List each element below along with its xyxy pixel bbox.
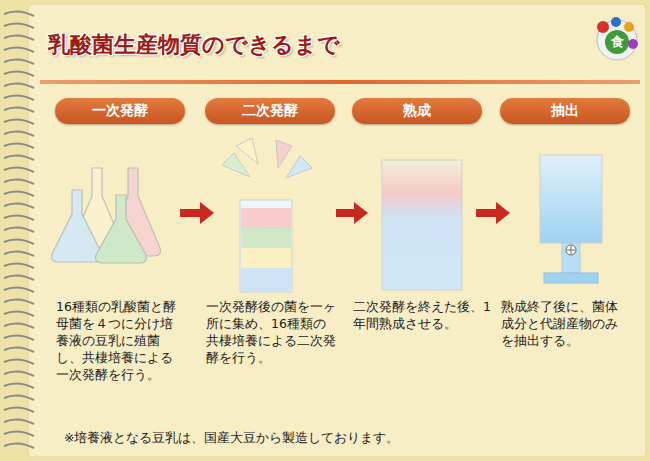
- step-header: 一次発酵: [55, 98, 185, 124]
- step-title: 二次発酵: [242, 102, 298, 120]
- title: 乳酸菌生産物質のできるまで: [48, 30, 340, 60]
- step-header: 抽出: [500, 98, 630, 124]
- step-title: 抽出: [551, 102, 579, 120]
- step-description: 16種類の乳酸菌と酵母菌を４つに分け培養液の豆乳に殖菌し、共棲培養による一次発酵…: [56, 298, 180, 383]
- step-description: 二次発酵を終えた後、1年間熟成させる。: [353, 298, 493, 332]
- step-description: 一次発酵後の菌を一ヶ所に集め、16種類の共棲培養による二次発酵を行う。: [206, 298, 336, 366]
- footnote: ※培養液となる豆乳は、国産大豆から製造しております。: [64, 430, 399, 447]
- step-description: 熟成終了後に、菌体成分と代謝産物のみを抽出する。: [501, 298, 621, 349]
- step-title: 一次発酵: [92, 102, 148, 120]
- logo-mark: 食: [607, 33, 627, 51]
- step-title: 熟成: [403, 102, 431, 120]
- step-header: 二次発酵: [205, 98, 335, 124]
- step-header: 熟成: [352, 98, 482, 124]
